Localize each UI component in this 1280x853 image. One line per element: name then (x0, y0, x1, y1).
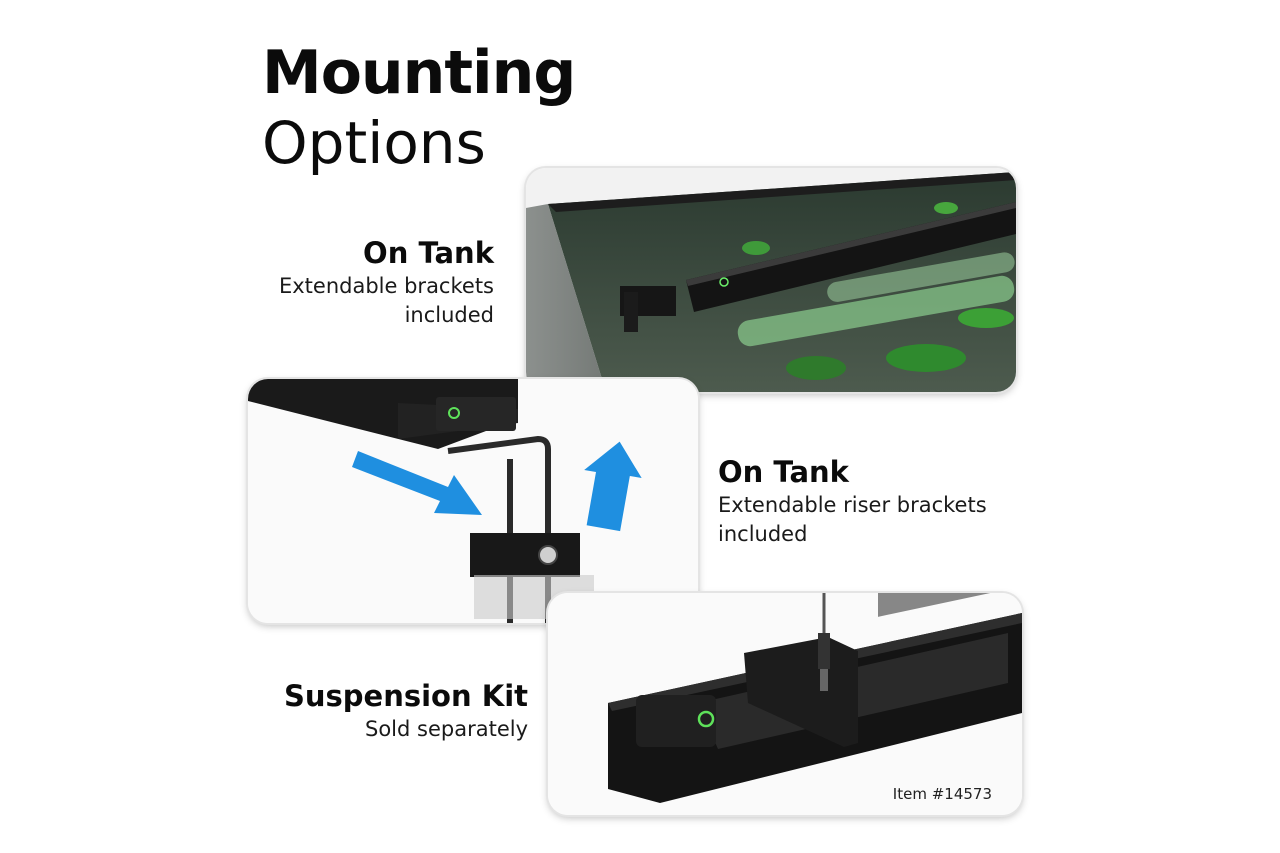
power-icon (697, 710, 715, 728)
option-heading: Suspension Kit (283, 679, 528, 713)
power-icon (448, 407, 460, 419)
option-suspension-label: Suspension Kit Sold separately (208, 677, 528, 744)
page-subtitle: Options (262, 109, 486, 177)
option-riser-label: On Tank Extendable riser brackets includ… (718, 453, 1038, 549)
riser-bracket-photo (248, 379, 698, 623)
on-tank-photo (526, 168, 1016, 392)
option-description-line: Sold separately (365, 717, 528, 741)
option-description-line: included (718, 522, 808, 546)
option-heading: On Tank (718, 455, 849, 489)
option-description-line: Extendable riser brackets (718, 493, 987, 517)
option-heading: On Tank (363, 236, 494, 270)
option-description-line: Extendable brackets (278, 274, 494, 298)
power-icon (719, 277, 729, 287)
arrow-icon (584, 441, 642, 532)
suspension-kit-photo: Item #14573 (548, 593, 1022, 815)
arrow-icon (352, 451, 482, 515)
page-title: Mounting (262, 38, 576, 108)
option-description-line: included (404, 303, 494, 327)
item-number: Item #14573 (892, 785, 992, 803)
option-on-tank-label: On Tank Extendable brackets included (194, 234, 494, 330)
